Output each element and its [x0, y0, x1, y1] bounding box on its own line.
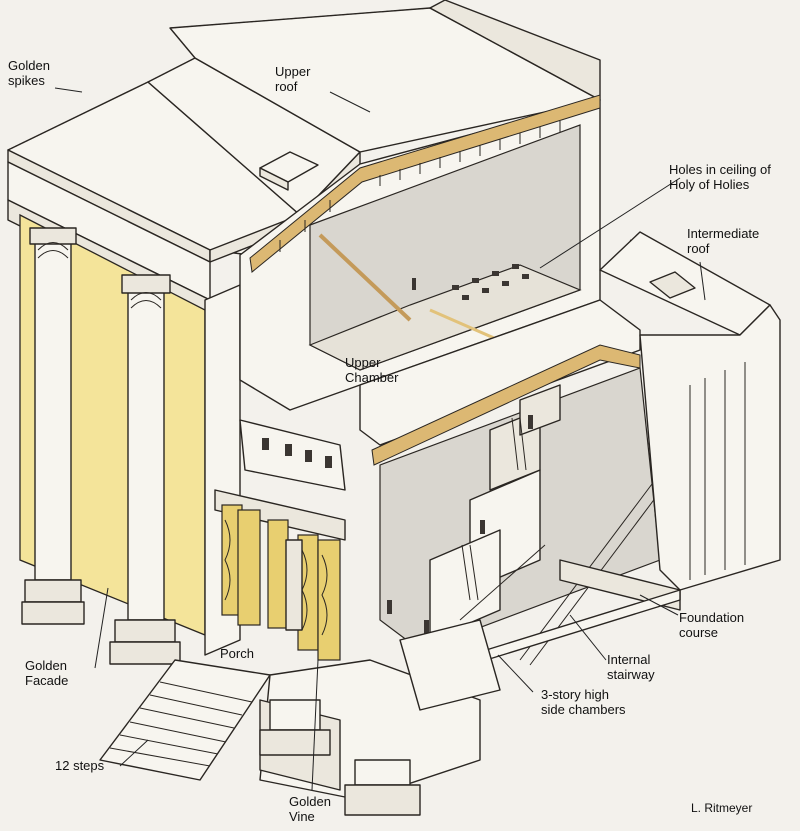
label-side-chambers: 3-story high side chambers	[541, 687, 626, 717]
right-exterior	[469, 304, 781, 666]
porch	[214, 419, 346, 661]
steps-forecourt	[99, 619, 501, 816]
upper-roof-slab	[7, 0, 601, 263]
label-12-steps: 12 steps	[55, 758, 105, 773]
label-holes-in-ceiling: Holes in ceiling of Holy of Holies	[669, 162, 771, 192]
label-golden-vine: Golden Vine	[289, 794, 331, 824]
label-golden-spikes: Golden spikes	[8, 58, 50, 88]
label-internal-stairway: Internal stairway	[607, 652, 655, 682]
label-upper-roof: Upper roof	[275, 64, 311, 94]
label-porch: Porch	[220, 646, 254, 661]
leader-lines	[54, 87, 706, 791]
facade-block	[7, 161, 241, 665]
artist-credit: L. Ritmeyer	[691, 801, 753, 815]
label-golden-facade: Golden Facade	[25, 658, 69, 688]
label-foundation-course: Foundation course	[679, 610, 745, 640]
golden-spikes	[7, 7, 771, 311]
label-upper-chamber: Upper Chamber	[345, 355, 399, 385]
label-intermediate-roof: Intermediate roof	[687, 226, 760, 256]
